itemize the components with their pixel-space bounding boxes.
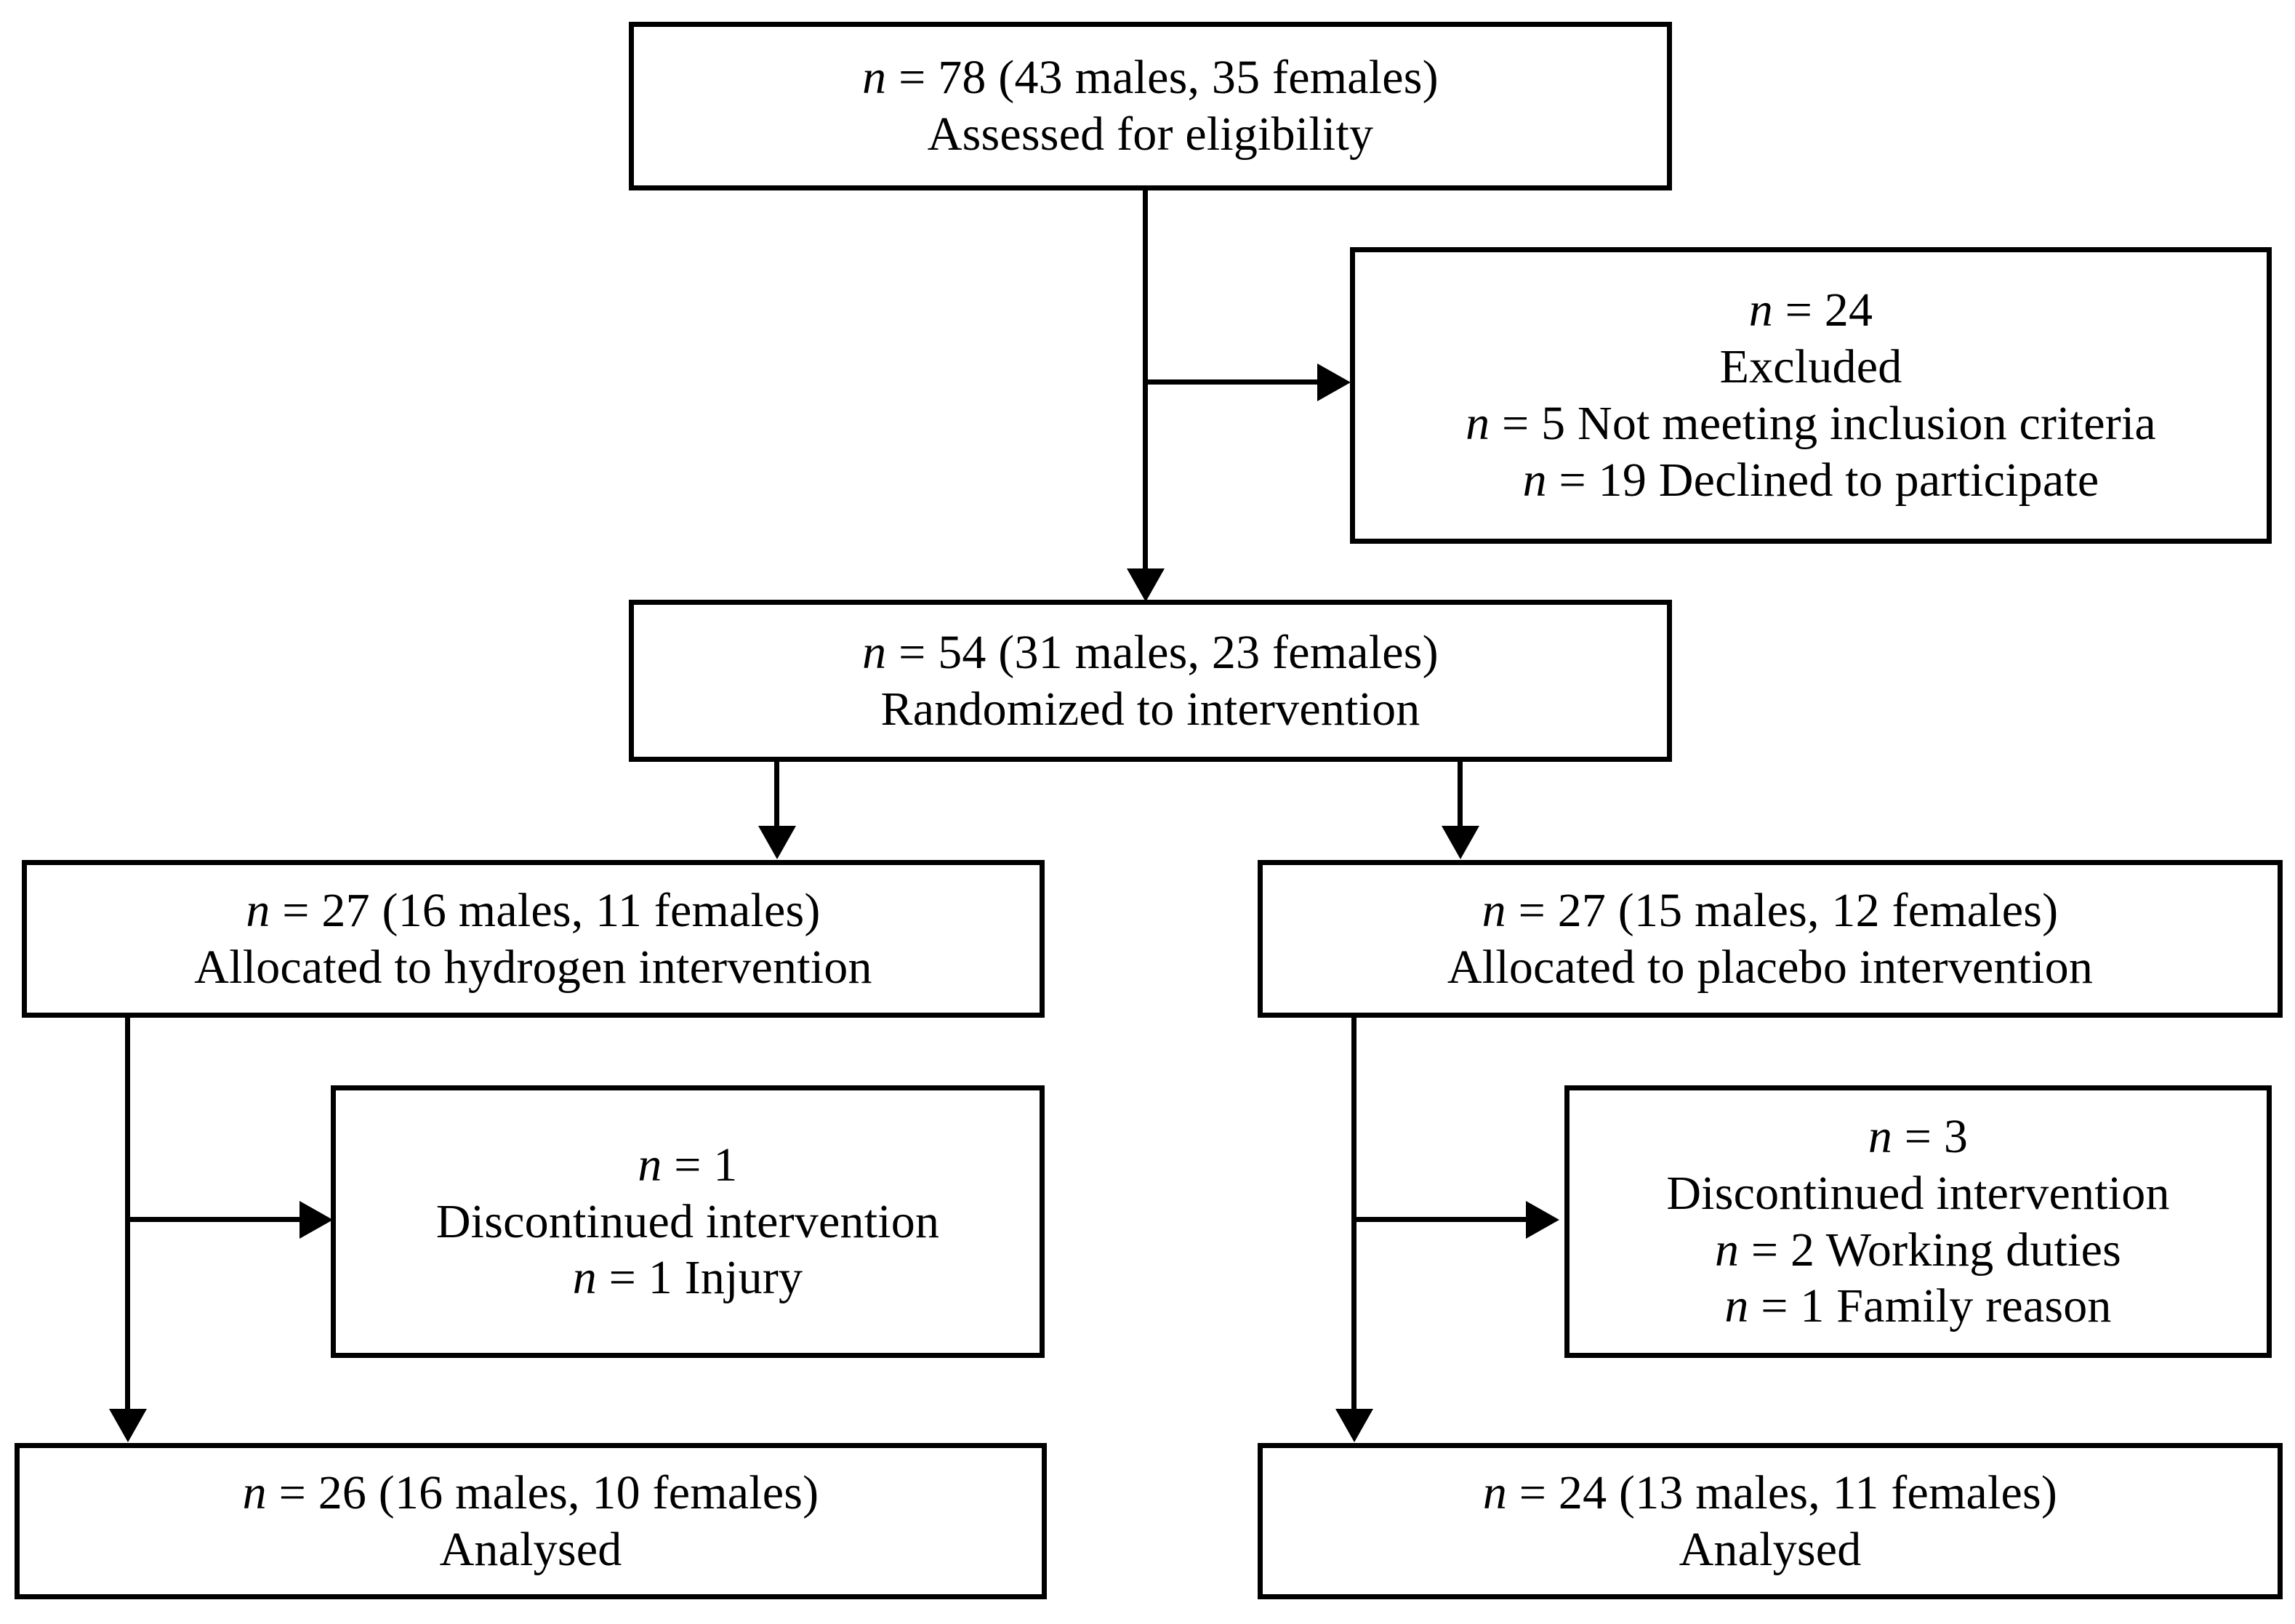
node-assessed-for-eligibility: n = 78 (43 males, 35 females) Assessed f… — [629, 22, 1672, 190]
connector-hydrogen-alloc-to-analysed — [125, 1018, 130, 1412]
analysed-placebo-line-2: Analysed — [1679, 1522, 1862, 1576]
arrowhead-placebo-to-discontinued — [1526, 1201, 1559, 1239]
node-randomized-to-intervention: n = 54 (31 males, 23 females) Randomized… — [629, 600, 1672, 762]
connector-hydrogen-to-discontinued — [125, 1217, 305, 1222]
discontinued-hydrogen-line-2: Discontinued intervention — [435, 1194, 940, 1248]
discontinued-placebo-line-2: Discontinued intervention — [1666, 1166, 2170, 1220]
connector-placebo-to-discontinued — [1351, 1217, 1532, 1222]
assessed-line-2: Assessed for eligibility — [927, 108, 1374, 161]
assessed-line-1: n = 78 (43 males, 35 females) — [862, 51, 1439, 105]
arrowhead-placebo-alloc-to-analysed — [1335, 1409, 1373, 1442]
excluded-line-2: Excluded — [1719, 340, 1902, 394]
analysed-hydrogen-line-2: Analysed — [439, 1522, 622, 1576]
arrowhead-assessed-to-randomized — [1127, 568, 1165, 602]
connector-placebo-alloc-to-analysed — [1351, 1018, 1356, 1412]
arrowhead-randomized-to-placebo — [1442, 826, 1479, 859]
arrowhead-hydrogen-to-discontinued — [300, 1201, 333, 1239]
connector-randomized-to-hydrogen — [774, 762, 779, 829]
allocated-hydrogen-line-2: Allocated to hydrogen intervention — [194, 940, 872, 994]
node-discontinued-hydrogen: n = 1 Discontinued intervention n = 1 In… — [331, 1085, 1045, 1358]
randomized-line-1: n = 54 (31 males, 23 females) — [862, 625, 1439, 679]
discontinued-placebo-line-3: n = 2 Working duties — [1714, 1223, 2121, 1277]
connector-randomized-to-placebo — [1458, 762, 1463, 829]
node-discontinued-placebo: n = 3 Discontinued intervention n = 2 Wo… — [1564, 1085, 2272, 1358]
analysed-hydrogen-line-1: n = 26 (16 males, 10 females) — [242, 1466, 819, 1519]
allocated-placebo-line-2: Allocated to placebo intervention — [1447, 940, 2094, 994]
node-allocated-hydrogen: n = 27 (16 males, 11 females) Allocated … — [22, 860, 1045, 1018]
excluded-line-1: n = 24 — [1748, 284, 1873, 337]
node-analysed-hydrogen: n = 26 (16 males, 10 females) Analysed — [15, 1443, 1047, 1599]
randomized-line-2: Randomized to intervention — [880, 682, 1420, 736]
discontinued-hydrogen-line-3: n = 1 Injury — [572, 1251, 803, 1305]
discontinued-hydrogen-line-1: n = 1 — [638, 1138, 738, 1191]
arrowhead-hydrogen-alloc-to-analysed — [109, 1409, 147, 1442]
node-analysed-placebo: n = 24 (13 males, 11 females) Analysed — [1258, 1443, 2283, 1599]
analysed-placebo-line-1: n = 24 (13 males, 11 females) — [1482, 1466, 2058, 1519]
allocated-hydrogen-line-1: n = 27 (16 males, 11 females) — [246, 883, 821, 937]
node-allocated-placebo: n = 27 (15 males, 12 females) Allocated … — [1258, 860, 2283, 1018]
allocated-placebo-line-1: n = 27 (15 males, 12 females) — [1482, 883, 2059, 937]
node-excluded: n = 24 Excluded n = 5 Not meeting inclus… — [1350, 247, 2272, 544]
excluded-line-4: n = 19 Declined to participate — [1522, 453, 2099, 507]
arrowhead-trunk-to-excluded — [1317, 363, 1351, 401]
arrowhead-randomized-to-hydrogen — [758, 826, 796, 859]
discontinued-placebo-line-4: n = 1 Family reason — [1724, 1279, 2112, 1333]
discontinued-placebo-line-1: n = 3 — [1868, 1109, 1969, 1163]
connector-trunk-to-excluded — [1143, 379, 1323, 385]
excluded-line-3: n = 5 Not meeting inclusion criteria — [1466, 397, 2156, 450]
